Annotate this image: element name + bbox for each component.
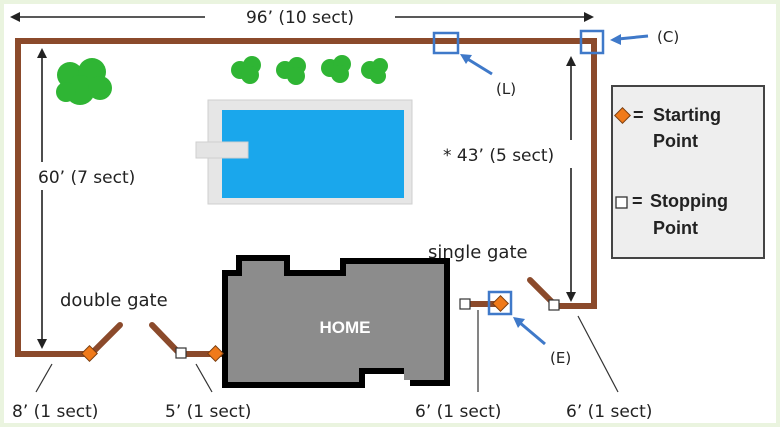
callout-arrows	[460, 34, 649, 346]
stopping-points	[175, 298, 560, 359]
stop-marker-double-gate	[175, 347, 187, 359]
home: HOME	[222, 255, 450, 388]
callout-boxes	[432, 29, 605, 316]
start-marker-home	[207, 345, 224, 362]
legend-box	[611, 85, 765, 259]
fence-double-gate-left	[87, 322, 123, 358]
top-dimension: 96’ (10 sect)	[10, 8, 594, 28]
legend-start-marker	[614, 107, 631, 124]
legend-stop-marker	[615, 196, 628, 209]
left-dimension: 60’ (7 sect)	[34, 48, 168, 349]
legend-stop-line2: Point	[653, 218, 698, 238]
callout-c-label: (C)	[657, 28, 679, 46]
trees	[56, 55, 388, 105]
tree-small-2	[276, 57, 306, 85]
legend-stop-line1: Stopping	[650, 191, 728, 211]
single-gate-label: single gate	[428, 242, 528, 263]
double-gate-label: double gate	[60, 290, 168, 311]
top-dimension-label: 96’ (10 sect)	[246, 8, 354, 28]
fence-double-gate-right	[149, 322, 183, 357]
legend-start-equals: =	[633, 105, 644, 125]
stop-marker-single-gate	[548, 299, 560, 311]
left-dimension-label: 60’ (7 sect)	[38, 168, 135, 188]
tree-small-3	[321, 55, 351, 83]
tree-small-4	[361, 58, 388, 84]
right-dimension-label: * 43’ (5 sect)	[443, 146, 554, 166]
bottom-label-3: 6’ (1 sect)	[415, 402, 501, 422]
bottom-label-4: 6’ (1 sect)	[566, 402, 652, 422]
legend: = Starting Point = Stopping Point	[611, 85, 765, 259]
right-dimension: * 43’ (5 sect)	[440, 56, 584, 302]
pool	[195, 99, 413, 205]
legend-start-line1: Starting	[653, 105, 721, 125]
bottom-label-1: 8’ (1 sect)	[12, 402, 98, 422]
tree-large	[56, 58, 112, 105]
callout-l-label: (L)	[496, 80, 516, 98]
stop-marker-home-east	[459, 298, 471, 310]
leader-lines	[35, 310, 619, 393]
starting-points	[81, 295, 509, 362]
tree-small-1	[231, 56, 261, 84]
home-label: HOME	[320, 318, 371, 337]
callout-box-c	[579, 29, 605, 55]
callout-box-e	[487, 290, 513, 316]
start-marker-double-gate	[81, 345, 98, 362]
callout-e-label: (E)	[550, 349, 571, 367]
callout-box-l	[432, 31, 460, 55]
legend-stop-equals: =	[632, 191, 643, 211]
legend-start-line2: Point	[653, 131, 698, 151]
bottom-label-2: 5’ (1 sect)	[165, 402, 251, 422]
start-marker-east	[492, 295, 509, 312]
fence-perimeter	[15, 38, 597, 357]
